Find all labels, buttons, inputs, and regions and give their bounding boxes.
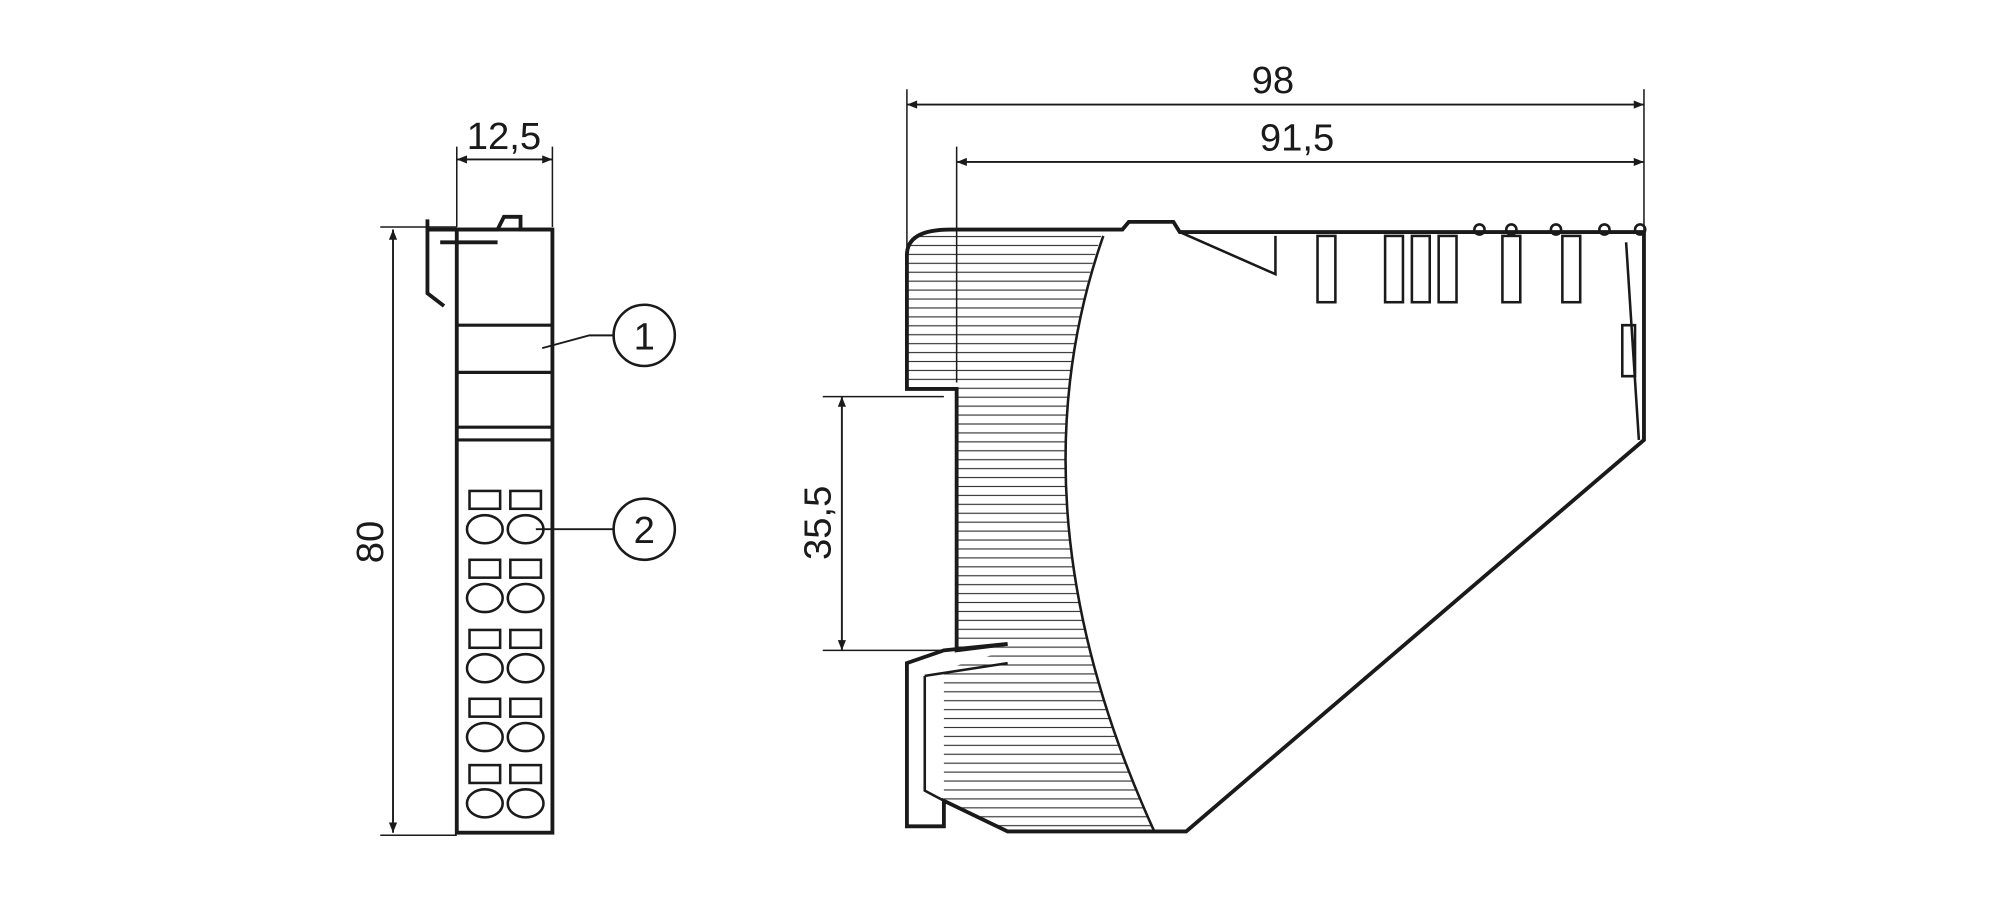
total-depth-label: 98 (1252, 59, 1295, 102)
terminal-opening-icon (465, 721, 504, 753)
terminal-release-icon (468, 628, 502, 650)
contact-dot (1473, 223, 1486, 236)
terminal-release-icon (509, 763, 543, 785)
top-contacts (1316, 223, 1647, 304)
terminal-opening-icon (506, 788, 545, 819)
hatched-front-panel (906, 229, 1155, 832)
rail-dimension-label: 35,5 (796, 486, 839, 560)
callout-1-label: 1 (634, 315, 655, 358)
height-dimension-label: 80 (349, 521, 392, 564)
width-dimension-label: 12,5 (467, 115, 541, 158)
contact-dot (1549, 223, 1563, 236)
terminal-release-icon (509, 628, 543, 650)
terminal-release-icon (509, 697, 543, 718)
terminal-release-icon (468, 558, 502, 579)
callout-2-label: 2 (634, 509, 655, 552)
contact-dot (1504, 223, 1518, 236)
depth-dimension: 91,5 (955, 116, 1644, 383)
terminal-release-icon (509, 489, 543, 511)
rail-dimension: 35,5 (796, 395, 944, 652)
total-depth-dimension: 98 (906, 59, 1645, 383)
depth-label: 91,5 (1260, 116, 1334, 159)
callout-1: 1 (541, 303, 677, 368)
side-view: 98 91,5 35,5 (796, 59, 1647, 834)
contact-pin (1410, 234, 1432, 304)
contact-pin (1561, 234, 1582, 304)
terminal-opening-icon (506, 652, 545, 684)
terminal-release-icon (468, 489, 502, 511)
callout-2: 2 (535, 497, 677, 562)
terminal-opening-icon (465, 652, 504, 684)
housing-outline (904, 219, 1646, 834)
terminal-opening-icon (506, 582, 545, 614)
terminal-opening-icon (506, 721, 545, 753)
module-body (454, 227, 555, 835)
front-view: 1 2 80 12,5 (349, 115, 677, 837)
contact-pin (1501, 234, 1522, 304)
width-dimension: 12,5 (456, 115, 554, 227)
terminal-opening-icon (465, 788, 504, 819)
contact-pin (1437, 234, 1458, 304)
terminal-release-icon (468, 763, 502, 785)
terminal-opening-icon (465, 513, 504, 545)
contact-dot (1633, 223, 1647, 236)
top-clip (425, 214, 553, 308)
contact-pin (1383, 234, 1405, 304)
height-dimension: 80 (349, 226, 457, 837)
terminal-opening-icon (465, 582, 504, 614)
terminal-release-icon (509, 558, 543, 579)
terminal-release-icon (468, 697, 502, 718)
contact-dot (1598, 223, 1611, 236)
contact-pin (1316, 234, 1337, 304)
terminal-block (465, 489, 545, 819)
